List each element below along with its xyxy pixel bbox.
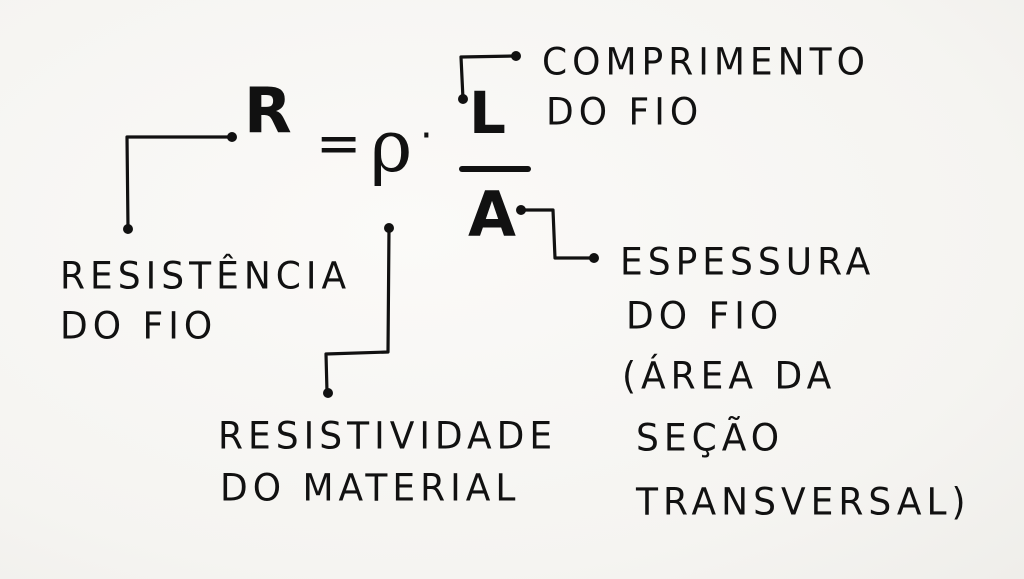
resistance-symbol: R — [244, 74, 292, 147]
equals-sign: = — [316, 112, 362, 175]
resistance-label-line-2: DO FIO — [60, 304, 218, 348]
area-label-line-2: DO FIO — [626, 294, 784, 338]
resistance-label-line-1: RESISTÊNCIA — [60, 254, 352, 298]
leader-line-resistance — [125, 135, 234, 230]
leader-dot-length-right — [511, 51, 521, 61]
leader-dot-resistivity-bottom — [323, 388, 333, 398]
fraction-bar — [459, 166, 531, 172]
leader-dot-resistance-top — [227, 132, 237, 142]
area-label-line-5: TRANSVERSAL) — [636, 480, 971, 524]
multiplication-dot: · — [420, 113, 433, 159]
area-label-line-4: SEÇÃO — [636, 416, 785, 460]
resistivity-symbol: ρ — [370, 104, 413, 188]
leader-line-length — [459, 54, 516, 101]
leader-dot-area-right — [589, 253, 599, 263]
resistivity-label-line-2: DO MATERIAL — [220, 466, 521, 510]
area-symbol: A — [468, 178, 516, 251]
resistivity-label-line-1: RESISTIVIDADE — [218, 414, 558, 458]
leader-dot-length-bottom — [458, 94, 468, 104]
leader-dot-resistivity-top — [384, 223, 394, 233]
area-label-line-1: ESPESSURA — [620, 240, 876, 284]
length-label-line-2: DO FIO — [546, 90, 704, 134]
leader-dot-resistance-bottom — [123, 224, 133, 234]
leader-dot-area-left — [516, 205, 526, 215]
length-symbol: L — [469, 79, 506, 147]
area-label-line-3: (ÁREA DA — [622, 354, 837, 398]
leader-line-area — [520, 208, 594, 260]
leader-line-resistivity — [324, 226, 391, 394]
length-label-line-1: COMPRIMENTO — [542, 40, 870, 84]
